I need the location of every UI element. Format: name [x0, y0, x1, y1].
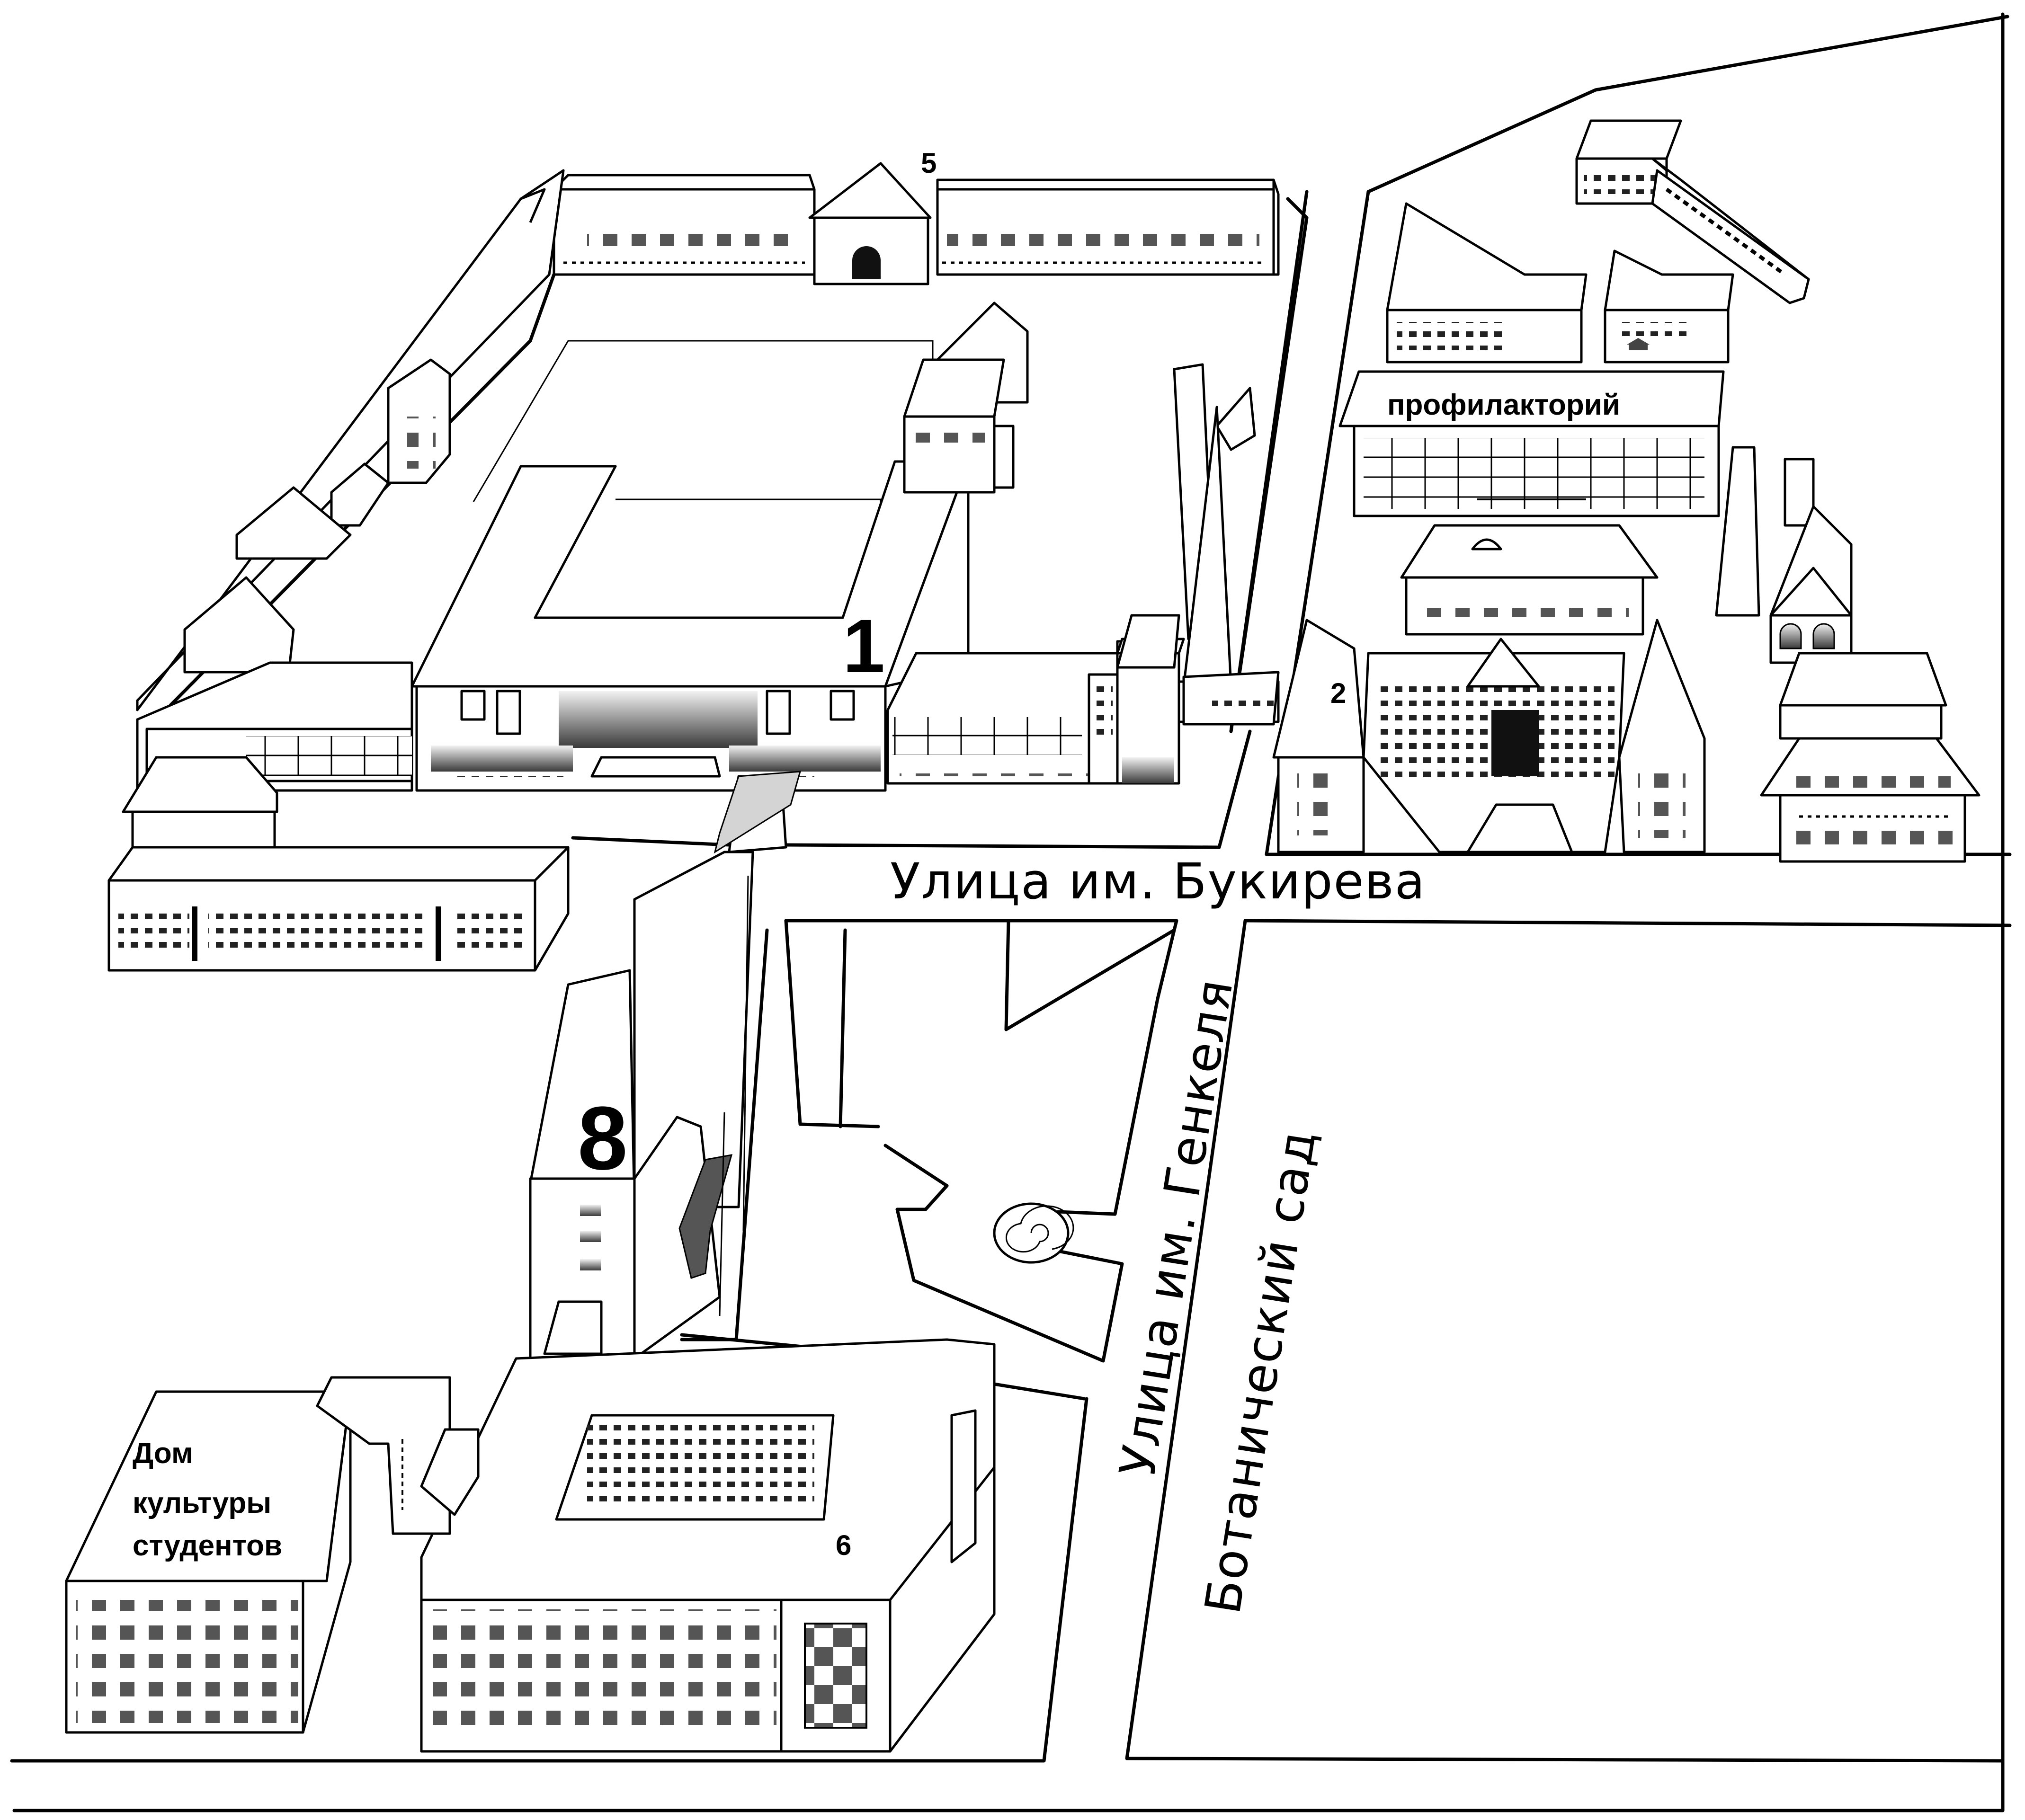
building-8-number: 8 — [578, 1088, 628, 1189]
building-8 — [529, 771, 802, 1360]
students-house-line-3: студентов — [133, 1529, 283, 1562]
building-5-number: 5 — [921, 147, 937, 179]
building-1-number: 1 — [843, 604, 885, 688]
students-house-line-2: культуры — [133, 1487, 272, 1519]
building-west-long — [107, 846, 570, 972]
building-1 — [122, 460, 970, 853]
map-frame — [12, 12, 2005, 1812]
annex-houses — [903, 302, 1029, 494]
building-2 — [1272, 619, 1706, 853]
bukireva-street-label: Улица им. Букирева — [890, 852, 1426, 910]
roads — [10, 15, 2012, 1763]
building-2-number: 2 — [1330, 677, 1347, 709]
dispensary-label: профилакторий — [1387, 389, 1620, 421]
students-house-of-culture — [65, 1376, 480, 1734]
bridge — [1182, 671, 1280, 726]
building-5 — [136, 162, 1309, 733]
building-6 — [420, 1338, 996, 1753]
ne-buildings — [1338, 119, 1980, 863]
fountain-icon — [993, 1202, 1074, 1264]
building-6-number: 6 — [836, 1529, 852, 1561]
students-house-line-1: Дом — [133, 1437, 193, 1470]
